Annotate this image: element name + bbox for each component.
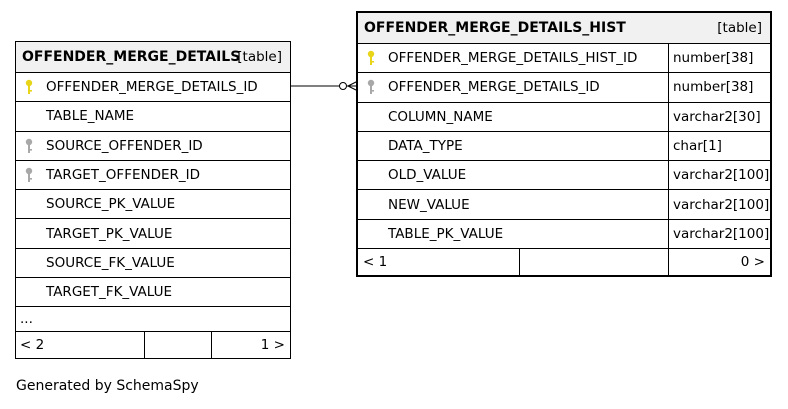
- column-type: varchar2[100]: [668, 161, 770, 190]
- column-name: SOURCE_FK_VALUE: [46, 254, 175, 271]
- column-name: OFFENDER_MERGE_DETAILS_ID: [388, 79, 600, 96]
- column-name: TARGET_OFFENDER_ID: [46, 167, 201, 184]
- more-columns-indicator: ...: [16, 307, 290, 333]
- column-type: number[38]: [668, 44, 770, 73]
- column-name: TARGET_FK_VALUE: [46, 284, 173, 301]
- column-row[interactable]: TABLE_PK_VALUE varchar2[100]: [358, 219, 770, 250]
- column-name: COLUMN_NAME: [388, 108, 493, 125]
- table-name: OFFENDER_MERGE_DETAILS_HIST: [364, 20, 626, 36]
- column-list: OFFENDER_MERGE_DETAILS_HIST_ID number[38]…: [358, 44, 770, 250]
- footer-spacer: [144, 332, 211, 359]
- column-name: TARGET_PK_VALUE: [46, 225, 173, 242]
- foreign-key-icon: [367, 80, 375, 95]
- table-offender-merge-details-hist[interactable]: OFFENDER_MERGE_DETAILS_HIST [table] OFFE…: [356, 11, 772, 278]
- column-row[interactable]: OFFENDER_MERGE_DETAILS_ID number[38]: [358, 73, 770, 103]
- parent-count[interactable]: < 2: [20, 337, 45, 354]
- zero-marker: [339, 82, 347, 90]
- child-count[interactable]: 0 >: [668, 249, 770, 276]
- table-offender-merge-details[interactable]: OFFENDER_MERGE_DETAILS [table] OFFENDER_…: [15, 41, 291, 360]
- table-kind: [table]: [237, 49, 282, 65]
- column-name: OFFENDER_MERGE_DETAILS_ID: [46, 79, 258, 96]
- column-type: varchar2[30]: [668, 102, 770, 131]
- column-name: SOURCE_OFFENDER_ID: [46, 137, 203, 154]
- parent-count[interactable]: < 1: [363, 254, 388, 271]
- column-row[interactable]: TARGET_FK_VALUE: [16, 278, 290, 308]
- column-name: NEW_VALUE: [388, 196, 470, 213]
- primary-key-icon: [25, 79, 33, 95]
- column-row[interactable]: COLUMN_NAME varchar2[30]: [358, 102, 770, 132]
- column-row[interactable]: OFFENDER_MERGE_DETAILS_ID: [16, 73, 290, 103]
- column-row[interactable]: DATA_TYPE char[1]: [358, 131, 770, 162]
- column-row[interactable]: TARGET_OFFENDER_ID: [16, 161, 290, 191]
- column-name: SOURCE_PK_VALUE: [46, 196, 176, 213]
- foreign-key-icon: [25, 138, 33, 153]
- column-type: number[38]: [668, 73, 770, 102]
- column-type: varchar2[100]: [668, 219, 770, 249]
- primary-key-icon: [367, 50, 375, 66]
- table-footer: < 1 0 >: [358, 249, 770, 276]
- table-header: OFFENDER_MERGE_DETAILS_HIST [table]: [358, 13, 770, 44]
- column-row[interactable]: NEW_VALUE varchar2[100]: [358, 190, 770, 220]
- column-row[interactable]: SOURCE_PK_VALUE: [16, 190, 290, 220]
- column-type: char[1]: [668, 131, 770, 161]
- column-type: varchar2[100]: [668, 190, 770, 219]
- column-list: OFFENDER_MERGE_DETAILS_ID TABLE_NAME SOURC…: [16, 73, 290, 308]
- generated-by-text: Generated by SchemaSpy: [16, 378, 199, 394]
- column-row[interactable]: TARGET_PK_VALUE: [16, 219, 290, 249]
- footer-spacer: [519, 249, 668, 276]
- column-row[interactable]: SOURCE_OFFENDER_ID: [16, 132, 290, 161]
- table-footer: < 2 1 >: [16, 332, 290, 359]
- column-name: OFFENDER_MERGE_DETAILS_HIST_ID: [388, 50, 638, 67]
- column-name: TABLE_NAME: [46, 108, 135, 125]
- column-row[interactable]: OLD_VALUE varchar2[100]: [358, 161, 770, 191]
- column-name: OLD_VALUE: [388, 167, 467, 184]
- column-row[interactable]: OFFENDER_MERGE_DETAILS_HIST_ID number[38]: [358, 44, 770, 74]
- column-name: TABLE_PK_VALUE: [388, 225, 504, 242]
- column-name: DATA_TYPE: [388, 138, 463, 155]
- table-kind: [table]: [717, 20, 762, 36]
- child-count[interactable]: 1 >: [211, 332, 290, 359]
- column-row[interactable]: SOURCE_FK_VALUE: [16, 249, 290, 279]
- column-row[interactable]: TABLE_NAME: [16, 102, 290, 132]
- table-name: OFFENDER_MERGE_DETAILS: [22, 49, 241, 65]
- foreign-key-icon: [25, 167, 33, 183]
- table-header: OFFENDER_MERGE_DETAILS [table]: [16, 42, 290, 73]
